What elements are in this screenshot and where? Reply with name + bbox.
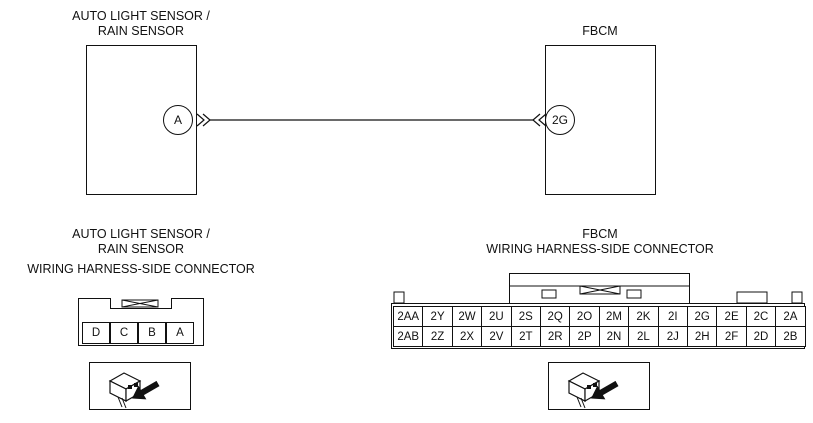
- fbcm-pin: 2R: [540, 326, 571, 347]
- fbcm-pin: 2T: [510, 326, 541, 347]
- fbcm-pin: 2C: [745, 306, 777, 327]
- left-connector-chevron: [196, 113, 205, 127]
- fbcm-pin: 2A: [775, 306, 806, 327]
- fbcm-pin: 2P: [569, 326, 600, 347]
- fbcm-pin: 2W: [451, 306, 483, 327]
- connector-view-icon: [567, 372, 619, 409]
- right-connector-chevron: [532, 113, 541, 127]
- fbcm-pin: 2V: [481, 326, 512, 347]
- fbcm-pin: 2E: [716, 306, 747, 327]
- fbcm-pin: 2Q: [540, 306, 571, 327]
- left-component-title-line2: RAIN SENSOR: [97, 24, 185, 38]
- fbcm-pin: 2J: [657, 326, 688, 347]
- right-connector-title-line2: WIRING HARNESS-SIDE CONNECTOR: [486, 242, 714, 256]
- fbcm-pin: 2G: [687, 306, 718, 327]
- fbcm-pin: 2Z: [422, 326, 453, 347]
- fbcm-pin: 2O: [569, 306, 600, 327]
- fbcm-pin: 2F: [716, 326, 747, 347]
- left-pin: A: [166, 322, 194, 344]
- fbcm-pin: 2Y: [422, 306, 453, 327]
- fbcm-pin: 2U: [481, 306, 512, 327]
- arrow-icon: [591, 380, 619, 400]
- fbcm-pin: 2N: [598, 326, 630, 347]
- fbcm-pin: 2S: [510, 306, 541, 327]
- terminal-2g: 2G: [545, 105, 575, 135]
- fbcm-pin: 2H: [687, 326, 718, 347]
- left-pin: B: [138, 322, 166, 344]
- left-connector-title-line2: RAIN SENSOR: [97, 242, 185, 256]
- right-connector-chevron: [538, 113, 547, 127]
- fbcm-pin: 2M: [598, 306, 630, 327]
- right-component-title: FBCM: [582, 24, 618, 38]
- fbcm-pin: 2X: [451, 326, 483, 347]
- left-view-indicator: [89, 362, 191, 410]
- left-connector-chevron: [202, 113, 211, 127]
- fbcm-pin: 2AA: [393, 306, 424, 327]
- left-connector-title-line1: AUTO LIGHT SENSOR /: [72, 227, 210, 241]
- fbcm-pin: 2K: [628, 306, 659, 327]
- fbcm-pin: 2B: [775, 326, 806, 347]
- left-connector-title-line3: WIRING HARNESS-SIDE CONNECTOR: [27, 262, 255, 276]
- left-pin: D: [82, 322, 110, 344]
- right-connector-title-line1: FBCM: [582, 227, 618, 241]
- left-component-title-line1: AUTO LIGHT SENSOR /: [72, 9, 210, 23]
- fbcm-pin: 2D: [745, 326, 777, 347]
- fbcm-pin: 2I: [657, 306, 688, 327]
- terminal-a: A: [163, 105, 193, 135]
- left-pin: C: [110, 322, 138, 344]
- fbcm-pin: 2AB: [393, 326, 424, 347]
- right-view-indicator: [548, 362, 650, 410]
- fbcm-pin: 2L: [628, 326, 659, 347]
- connector-view-icon: [108, 372, 160, 409]
- arrow-icon: [132, 380, 160, 400]
